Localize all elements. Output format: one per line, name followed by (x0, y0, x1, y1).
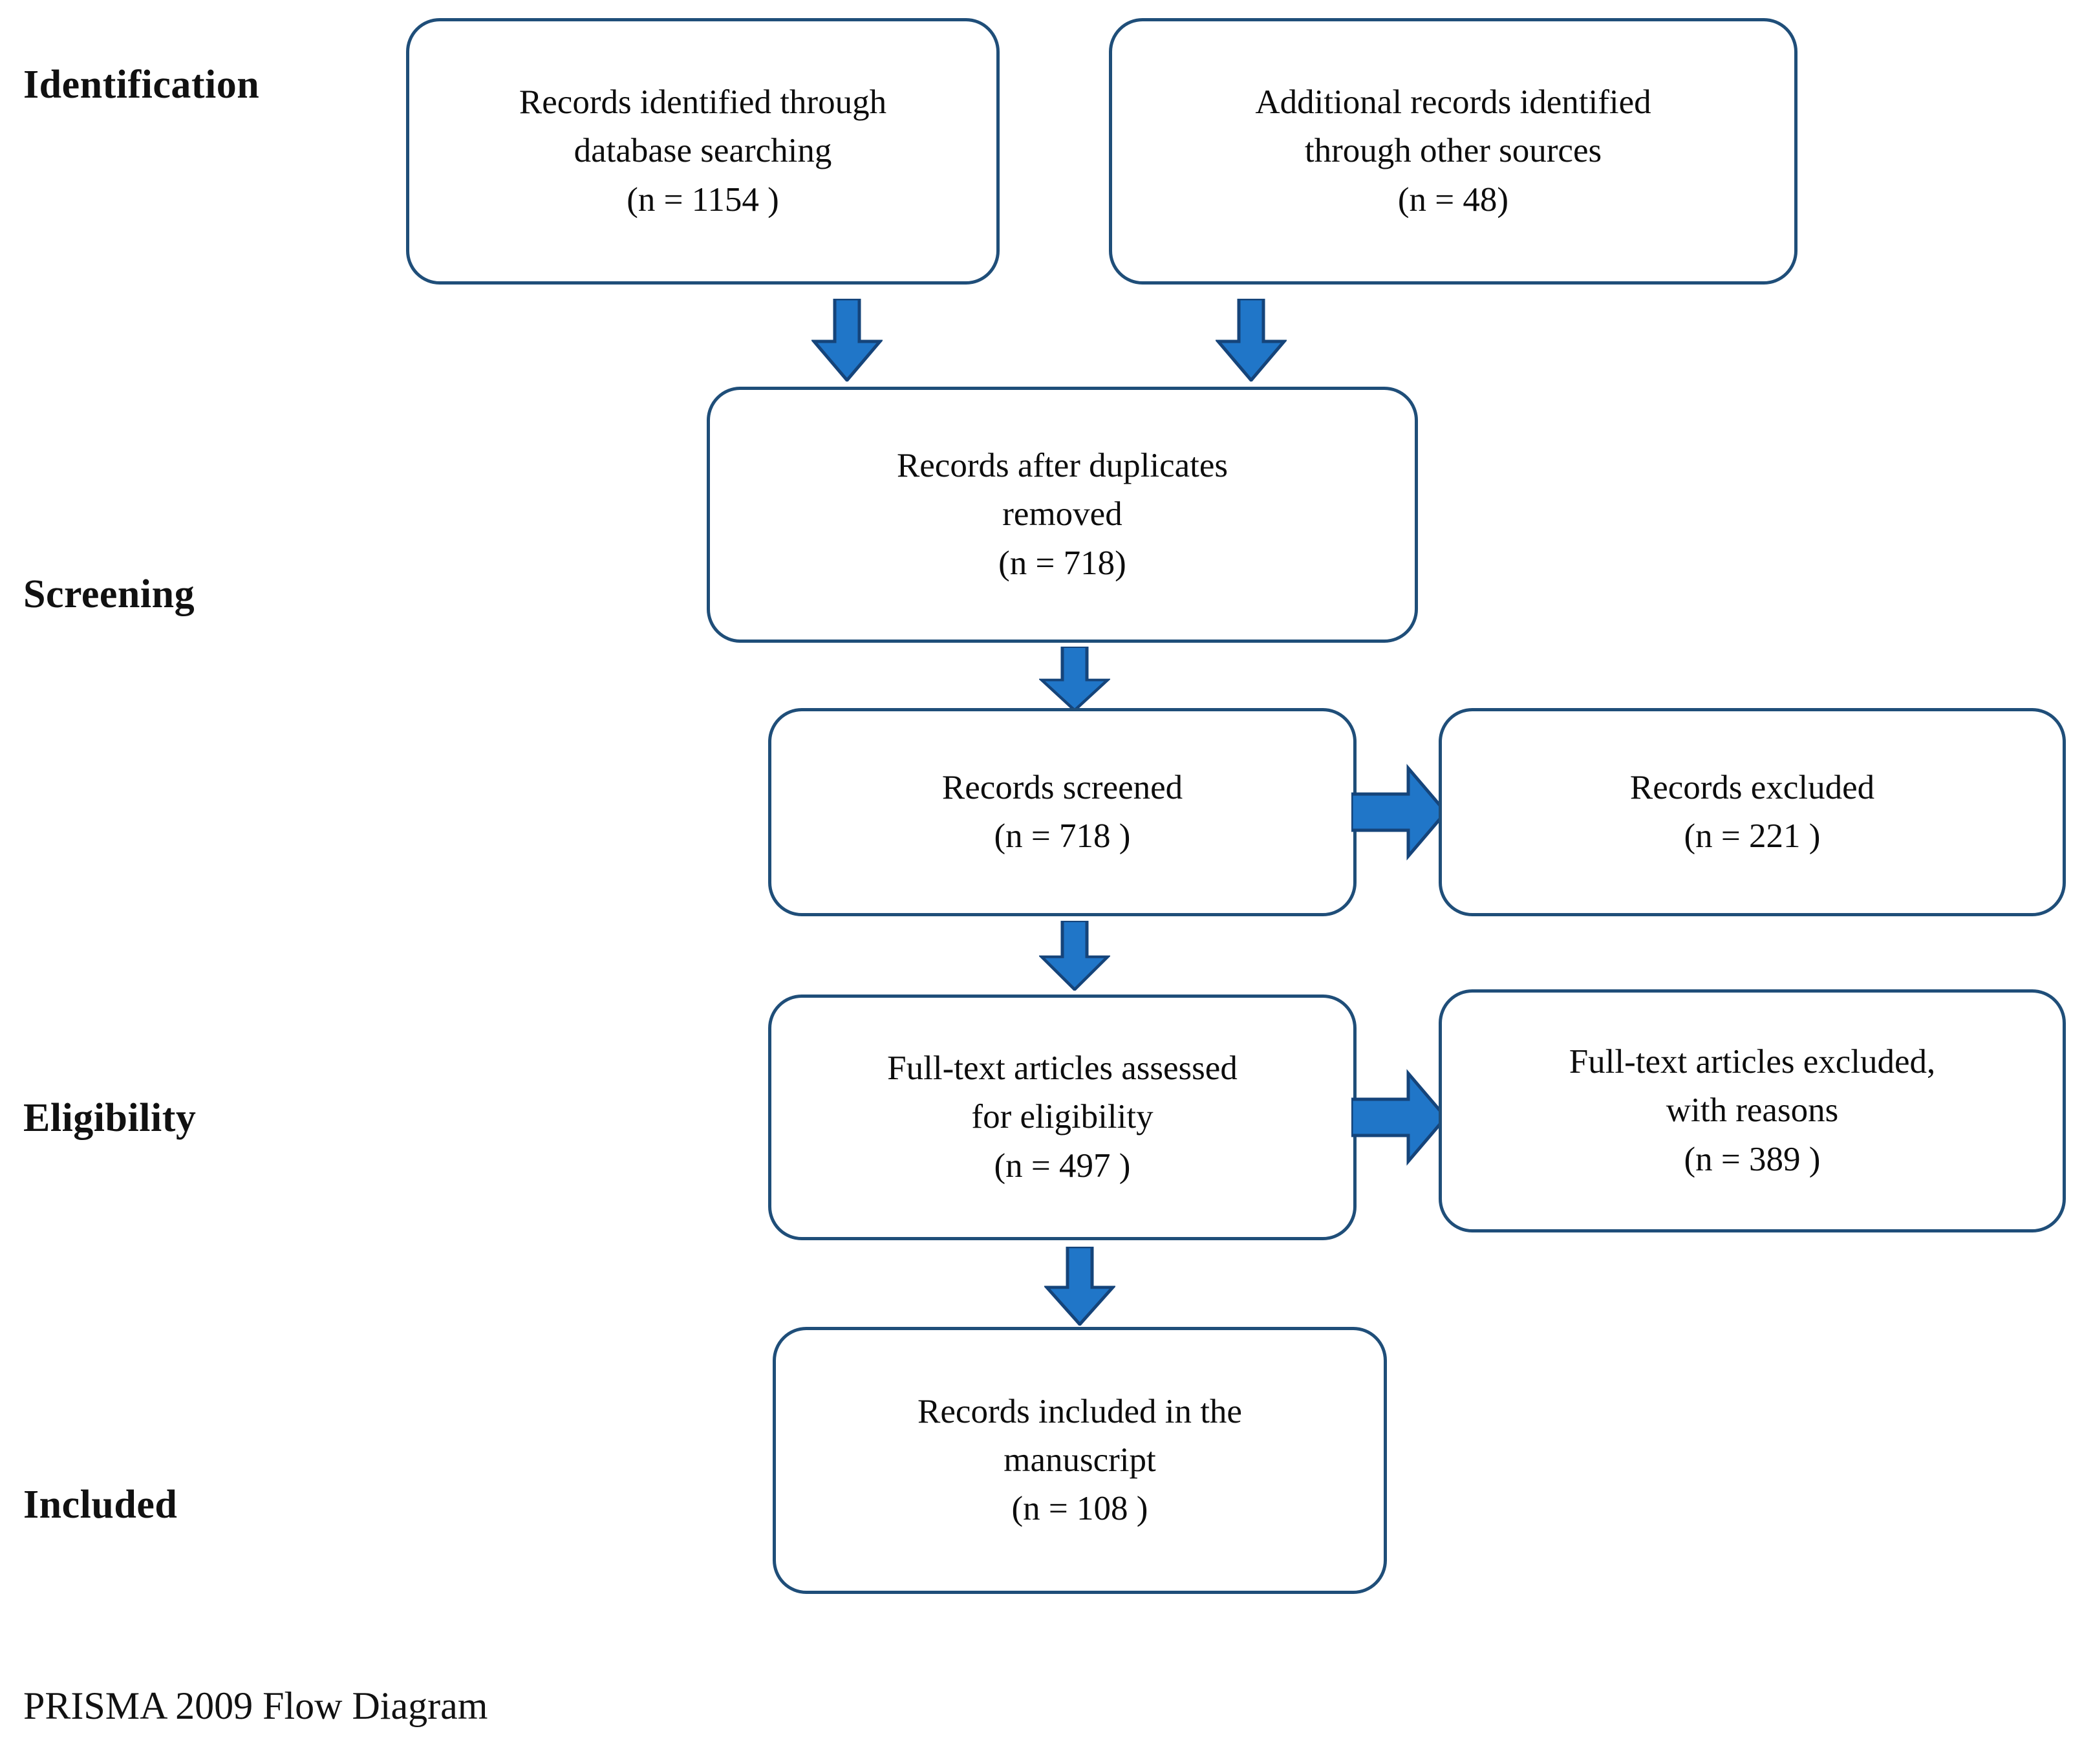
arrow-screened-to-fulltext-icon (1039, 921, 1110, 991)
box-line: through other sources (1304, 132, 1602, 170)
arrow-db-search-to-duplicates-icon (811, 299, 883, 382)
box-records-identified-database[interactable]: Records identified through database sear… (406, 18, 1000, 285)
arrow-fulltext-to-included-icon (1044, 1247, 1115, 1326)
box-line: Full-text articles excluded, (1569, 1043, 1936, 1081)
stage-label-screening: Screening (23, 572, 195, 616)
box-line: with reasons (1666, 1092, 1839, 1130)
box-fulltext-articles-excluded[interactable]: Full-text articles excluded, with reason… (1439, 989, 2066, 1232)
box-line: (n = 48) (1397, 180, 1509, 219)
box-line: (n = 718) (998, 544, 1126, 582)
box-line: for eligibility (971, 1098, 1154, 1136)
box-line: manuscript (1003, 1441, 1156, 1479)
box-line: Records after duplicates (896, 447, 1229, 485)
stage-label-eligibility: Eligibility (23, 1096, 197, 1140)
box-line: (n = 221 ) (1684, 817, 1821, 855)
arrow-fulltext-to-excluded-icon (1351, 1066, 1448, 1169)
arrow-duplicates-to-screened-icon (1039, 647, 1110, 711)
box-line: Additional records identified (1255, 83, 1651, 122)
box-line: Records included in the (918, 1392, 1242, 1430)
diagram-footer-caption: PRISMA 2009 Flow Diagram (23, 1684, 488, 1727)
arrow-screened-to-excluded-icon (1351, 760, 1448, 864)
box-line: (n = 108 ) (1011, 1490, 1148, 1528)
box-line: Full-text articles assessed (887, 1049, 1238, 1088)
box-line: database searching (574, 132, 832, 170)
box-line: (n = 497 ) (994, 1146, 1131, 1185)
box-additional-records-other-sources[interactable]: Additional records identified through ot… (1109, 18, 1798, 285)
box-line: (n = 389 ) (1684, 1140, 1821, 1178)
box-records-excluded[interactable]: Records excluded (n = 221 ) (1439, 708, 2066, 916)
box-line: removed (1002, 495, 1122, 533)
box-line: Records identified through (519, 83, 887, 122)
stage-label-identification: Identification (23, 63, 260, 107)
box-fulltext-articles-assessed[interactable]: Full-text articles assessed for eligibil… (768, 995, 1357, 1240)
box-records-after-duplicates-removed[interactable]: Records after duplicates removed (n = 71… (707, 387, 1418, 643)
box-records-screened[interactable]: Records screened (n = 718 ) (768, 708, 1357, 916)
box-line: (n = 1154 ) (627, 180, 779, 219)
box-records-included-manuscript[interactable]: Records included in the manuscript (n = … (773, 1327, 1387, 1594)
stage-label-included: Included (23, 1483, 178, 1527)
box-line: (n = 718 ) (994, 817, 1131, 855)
box-line: Records excluded (1629, 768, 1875, 806)
arrow-other-sources-to-duplicates-icon (1216, 299, 1287, 382)
box-line: Records screened (941, 768, 1183, 806)
